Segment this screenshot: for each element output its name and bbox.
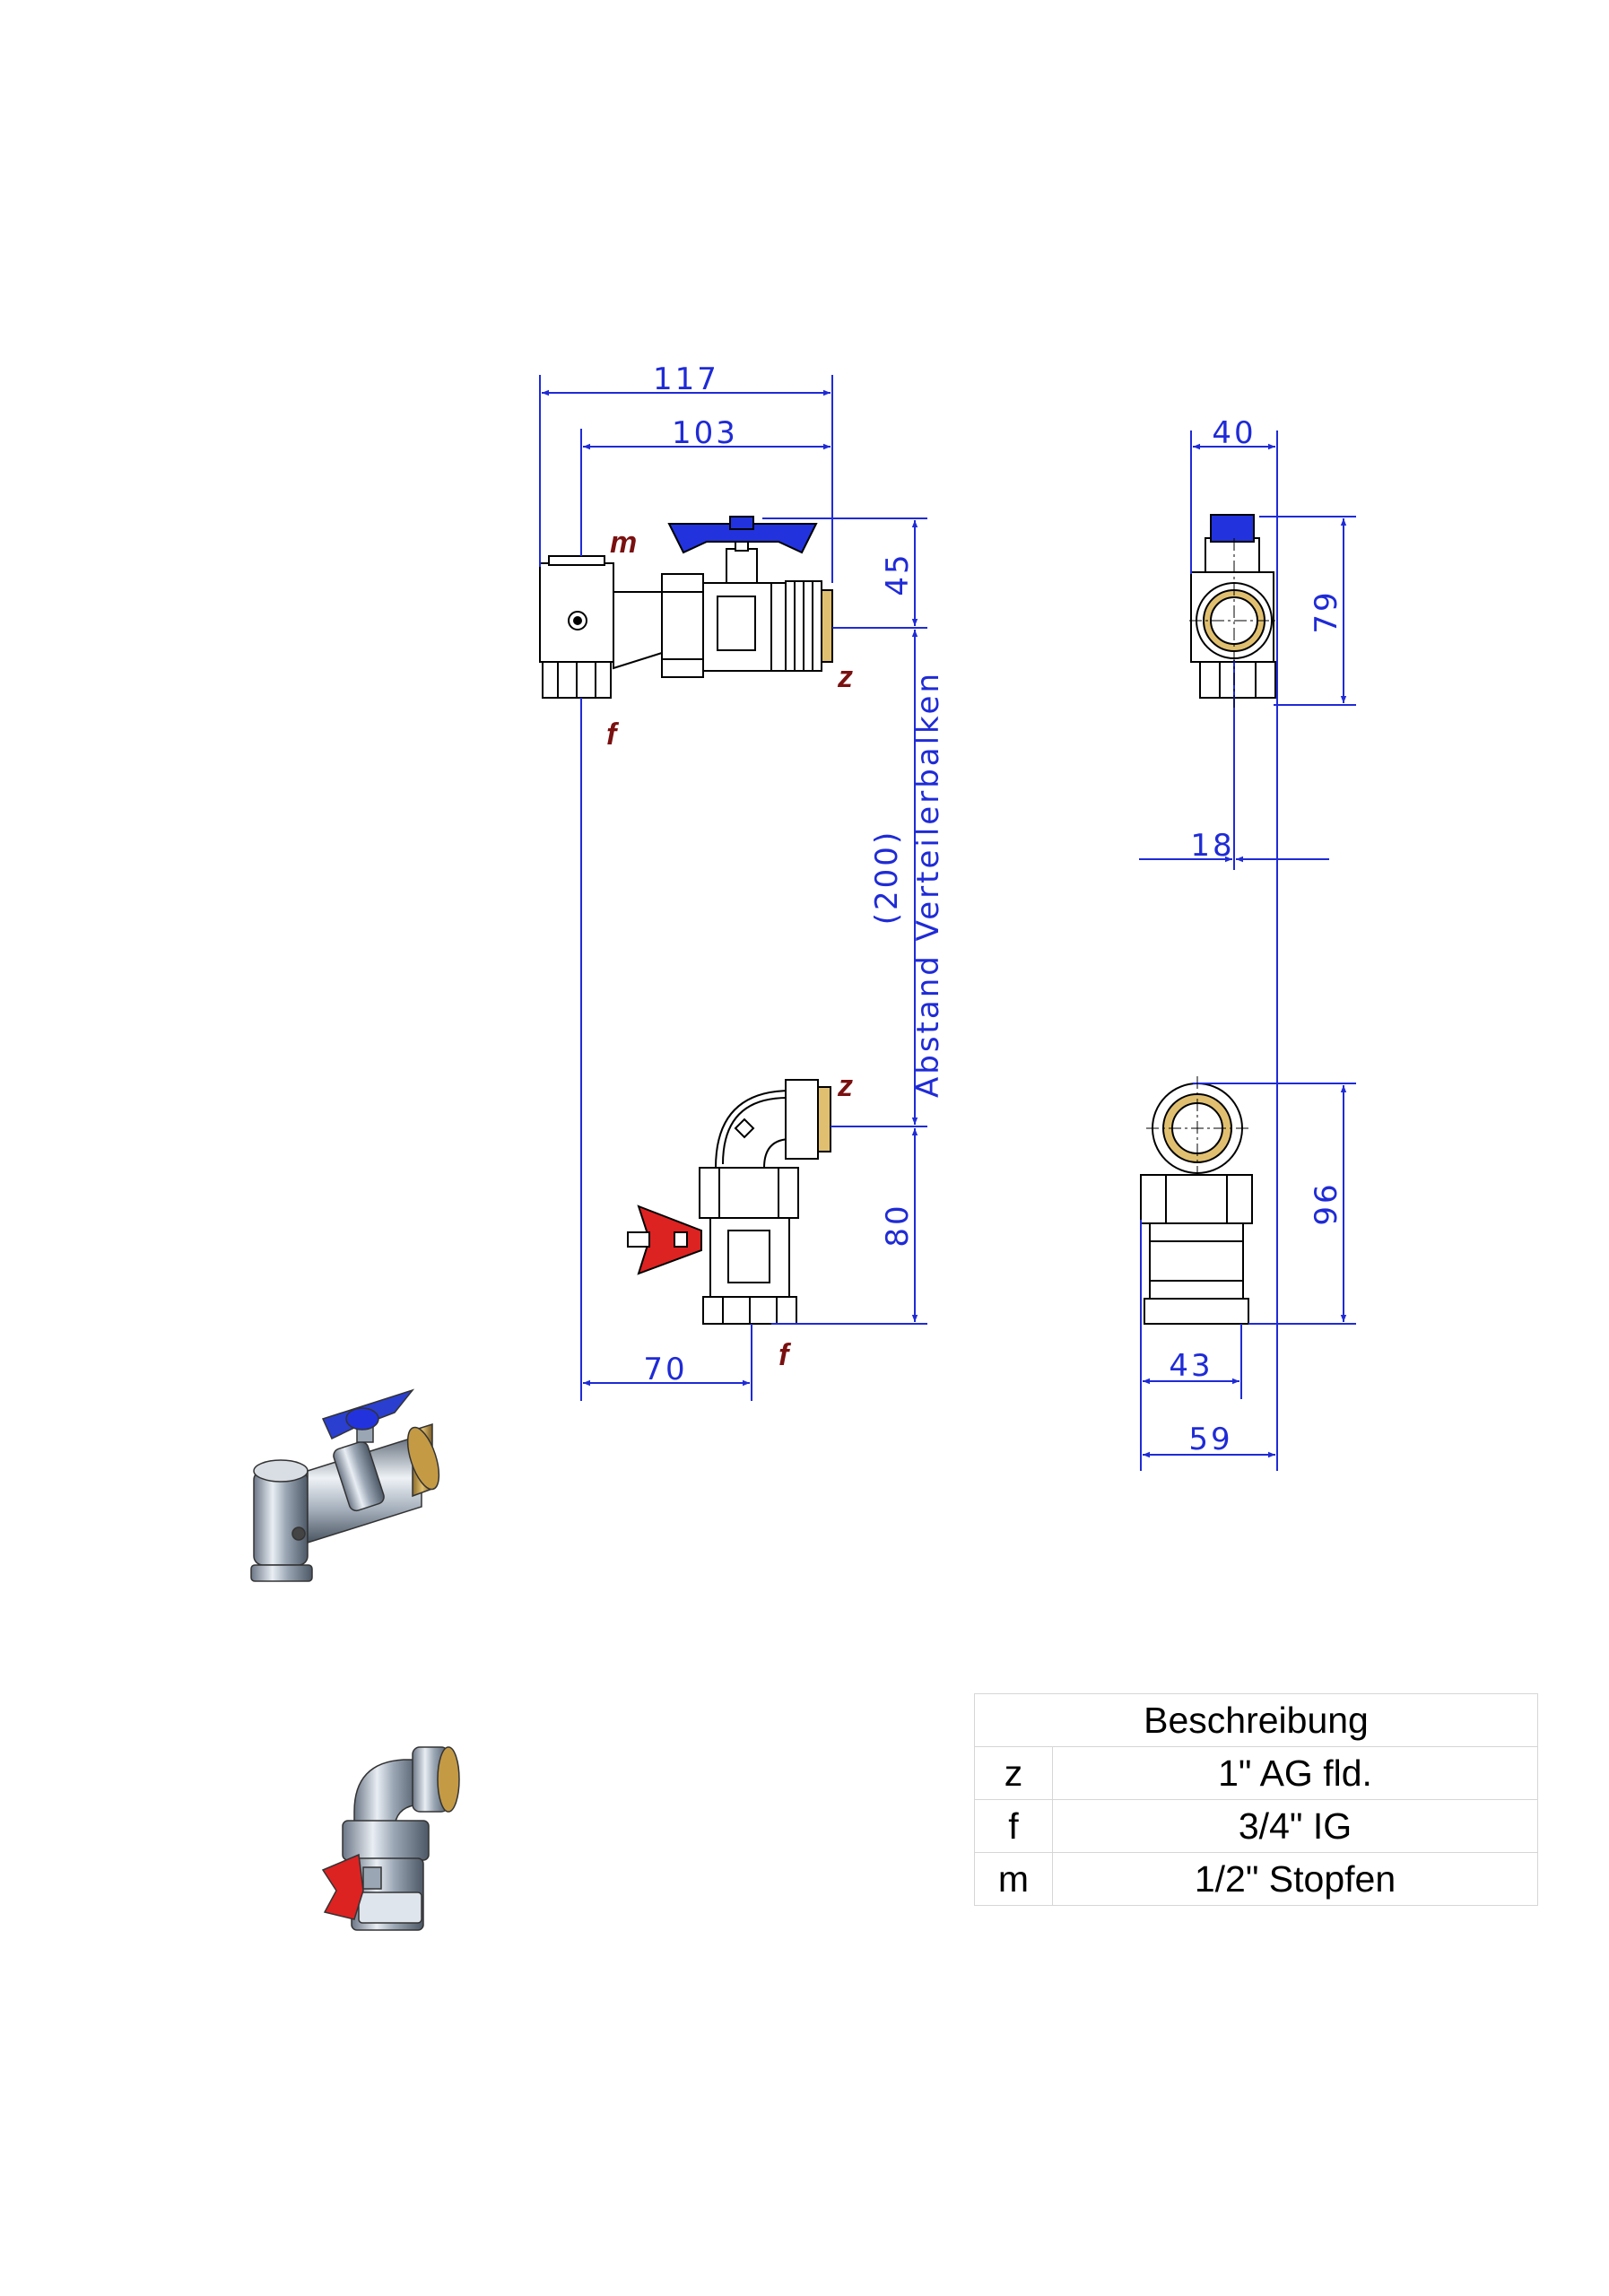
dimension-lines — [539, 375, 1356, 1471]
label-m: m — [610, 526, 637, 560]
label-z-top: z — [837, 660, 853, 694]
label-f-bottom: f — [778, 1338, 792, 1372]
dim-103: 103 — [672, 415, 738, 451]
dim-200: (200) — [869, 830, 905, 925]
table-row: z 1" AG fld. — [974, 1746, 1538, 1800]
table-cell-code: f — [974, 1799, 1053, 1853]
dim-40: 40 — [1212, 415, 1256, 451]
dim-79: 79 — [1309, 589, 1344, 633]
front-top-valve — [539, 516, 833, 699]
table-cell-code: m — [974, 1852, 1053, 1906]
dim-45: 45 — [880, 552, 916, 596]
front-bottom-valve — [627, 1079, 831, 1325]
table-header-row: Beschreibung — [974, 1693, 1538, 1747]
table-cell-desc: 1" AG fld. — [1052, 1746, 1538, 1800]
table-cell-desc: 3/4" IG — [1052, 1799, 1538, 1853]
dim-18: 18 — [1190, 828, 1234, 864]
dim-117: 117 — [653, 361, 719, 397]
dim-80: 80 — [880, 1203, 916, 1247]
center-lines — [1146, 538, 1279, 1175]
table-cell-code: z — [974, 1746, 1053, 1800]
dim-59: 59 — [1188, 1422, 1232, 1457]
table-row: m 1/2" Stopfen — [974, 1852, 1538, 1906]
dim-70: 70 — [643, 1352, 687, 1387]
table-row: f 3/4" IG — [974, 1799, 1538, 1853]
dim-96: 96 — [1309, 1181, 1344, 1225]
product-render-supply-valve — [250, 1388, 440, 1582]
dim-43: 43 — [1169, 1348, 1213, 1384]
dim-abstand-label: Abstand Verteilerbalken — [910, 671, 946, 1098]
table-header: Beschreibung — [974, 1693, 1538, 1747]
label-f-top: f — [606, 718, 620, 752]
product-render-return-valve — [321, 1746, 460, 1931]
description-table: Beschreibung z 1" AG fld. f 3/4" IG m 1/… — [974, 1693, 1538, 1906]
side-bottom-valve — [1140, 1083, 1253, 1325]
table-cell-desc: 1/2" Stopfen — [1052, 1852, 1538, 1906]
label-z-bottom: z — [837, 1069, 853, 1103]
